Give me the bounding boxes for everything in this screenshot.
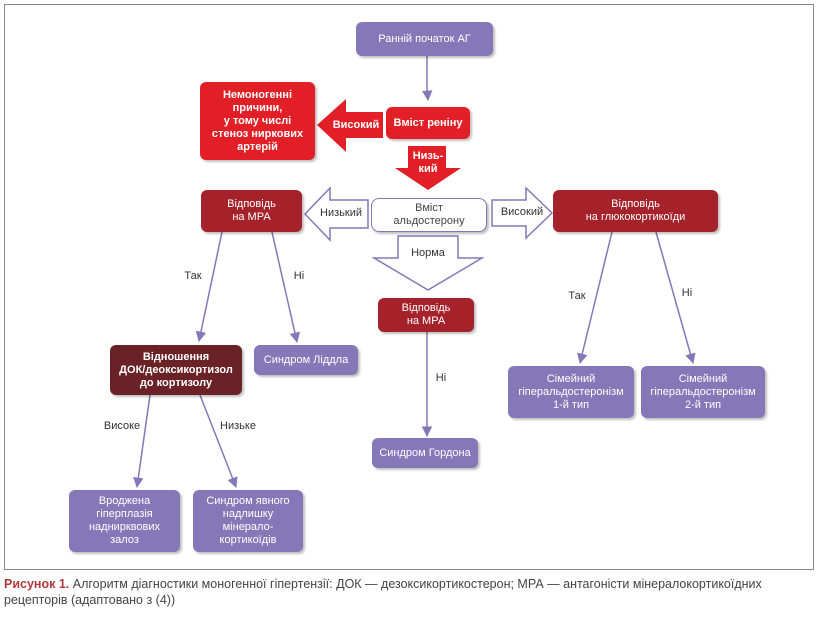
label-high-renin: Високий xyxy=(332,119,380,131)
label-low-aldosterone: Низький xyxy=(320,207,362,219)
figure-caption: Рисунок 1. Алгоритм діагностики моногенн… xyxy=(4,576,814,608)
connector-ratio-high xyxy=(133,394,151,489)
node-aldosterone-level: Вміст альдостерону xyxy=(371,198,487,232)
label-low-renin: Низь- кий xyxy=(412,150,444,175)
arrow-low-renin xyxy=(395,146,461,190)
arrow-high-aldosterone xyxy=(491,186,554,240)
node-congenital-adrenal-hyperplasia: Вроджена гіперплазія наднирквових залоз xyxy=(69,490,180,552)
node-early-onset-hypertension: Ранній початок АГ xyxy=(356,22,493,56)
label-low-ratio: Низьке xyxy=(220,420,256,432)
connector-mra-yes xyxy=(195,231,223,343)
node-non-monogenic-causes: Немоногенні причини, у тому числі стеноз… xyxy=(200,82,315,160)
label-yes-right: Так xyxy=(568,290,586,302)
connector-gluco-no xyxy=(655,231,696,365)
connector-start-renin xyxy=(421,56,433,102)
label-no-middle: Ні xyxy=(435,372,447,384)
label-normal-aldosterone: Норма xyxy=(411,247,445,259)
node-doc-ratio: Відношення ДОК/деоксикортизол до кортизо… xyxy=(110,345,242,395)
connector-mra-no xyxy=(271,231,301,344)
node-liddle-syndrome: Синдром Ліддла xyxy=(254,345,358,375)
caption-label: Рисунок 1. xyxy=(4,577,70,591)
node-renin-level: Вміст реніну xyxy=(386,107,470,139)
label-high-aldosterone: Високий xyxy=(500,206,544,218)
node-glucocorticoid-response: Відповідь на глюкокортикоїди xyxy=(553,190,718,232)
node-familial-hyperaldosteronism-1: Сімейний гіперальдостеронізм 1-й тип xyxy=(508,366,634,418)
node-familial-hyperaldosteronism-2: Сімейний гіперальдостеронізм 2-й тип xyxy=(641,366,765,418)
node-apparent-mineralocorticoid-excess: Синдром явного надлишку мінерало- кортик… xyxy=(193,490,303,552)
arrow-high-renin xyxy=(317,99,383,152)
label-no-left: Ні xyxy=(293,270,305,282)
connector-ratio-low xyxy=(199,394,238,488)
caption-text: Алгоритм діагностики моногенної гіпертен… xyxy=(4,577,762,607)
arrow-low-aldosterone xyxy=(303,186,369,242)
node-mra-response-middle: Відповідь на МРА xyxy=(378,298,474,332)
label-yes-left: Так xyxy=(184,270,202,282)
label-high-ratio: Високе xyxy=(103,420,141,432)
node-mra-response-left: Відповідь на МРА xyxy=(201,190,302,232)
label-no-right: Ні xyxy=(681,287,693,299)
node-gordon-syndrome: Синдром Гордона xyxy=(372,438,478,468)
arrow-normal-aldosterone xyxy=(371,235,485,291)
connector-gluco-yes xyxy=(577,231,613,365)
